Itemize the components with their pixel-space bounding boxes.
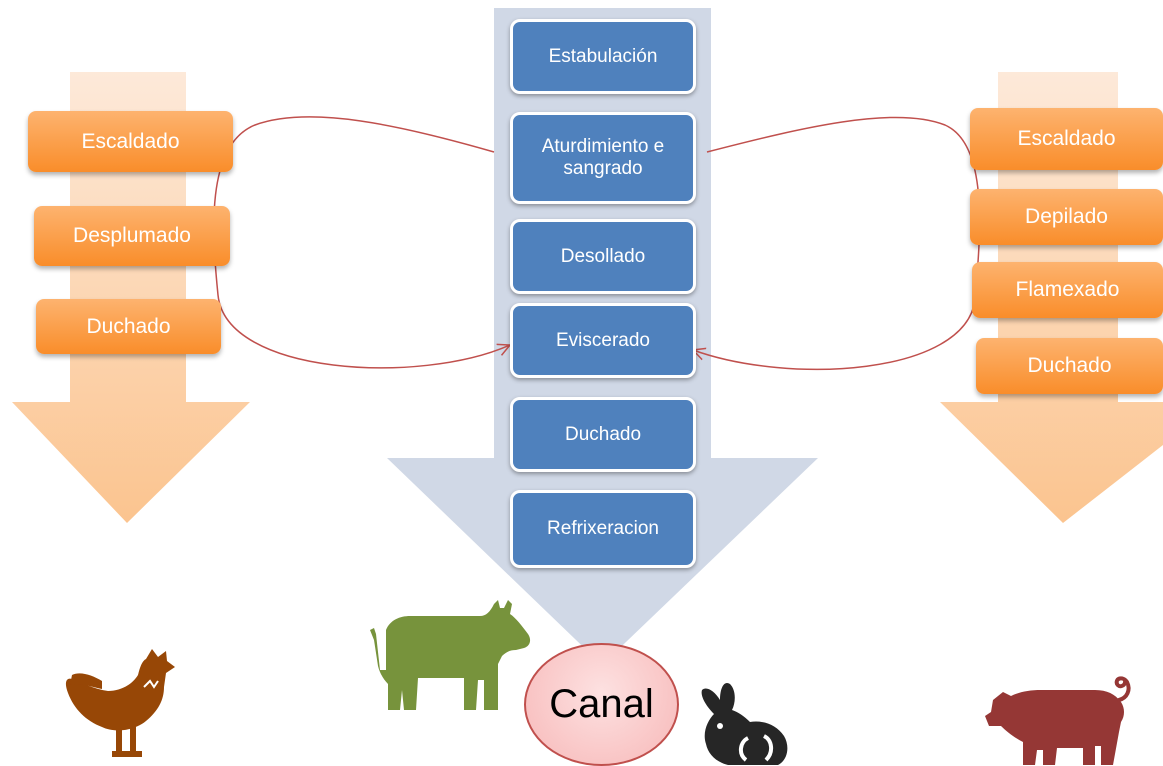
poultry-process-arrow bbox=[12, 72, 250, 523]
step-duchado: Duchado bbox=[510, 397, 696, 472]
chicken-icon bbox=[65, 649, 175, 757]
pig-icon bbox=[985, 676, 1131, 765]
step-refrixeracion: Refrixeracion bbox=[510, 490, 696, 568]
pig-step-duchado: Duchado bbox=[976, 338, 1163, 394]
pig-step-escaldado: Escaldado bbox=[970, 108, 1163, 170]
step-eviscerado: Eviscerado bbox=[510, 303, 696, 378]
canal-result: Canal bbox=[524, 643, 679, 766]
pig-connector-loop bbox=[693, 116, 981, 371]
poultry-step-desplumado: Desplumado bbox=[34, 206, 230, 266]
cow-icon bbox=[370, 600, 531, 710]
poultry-step-escaldado: Escaldado bbox=[28, 111, 233, 172]
step-estabulacion: Estabulación bbox=[510, 19, 696, 94]
step-desollado: Desollado bbox=[510, 219, 696, 294]
poultry-step-duchado: Duchado bbox=[36, 299, 221, 354]
poultry-connector-loop bbox=[213, 116, 510, 369]
pig-step-flamexado: Flamexado bbox=[972, 262, 1163, 318]
rabbit-icon bbox=[701, 682, 788, 765]
pig-step-depilado: Depilado bbox=[970, 189, 1163, 245]
step-aturdimiento-sangrado: Aturdimiento e sangrado bbox=[510, 112, 696, 204]
